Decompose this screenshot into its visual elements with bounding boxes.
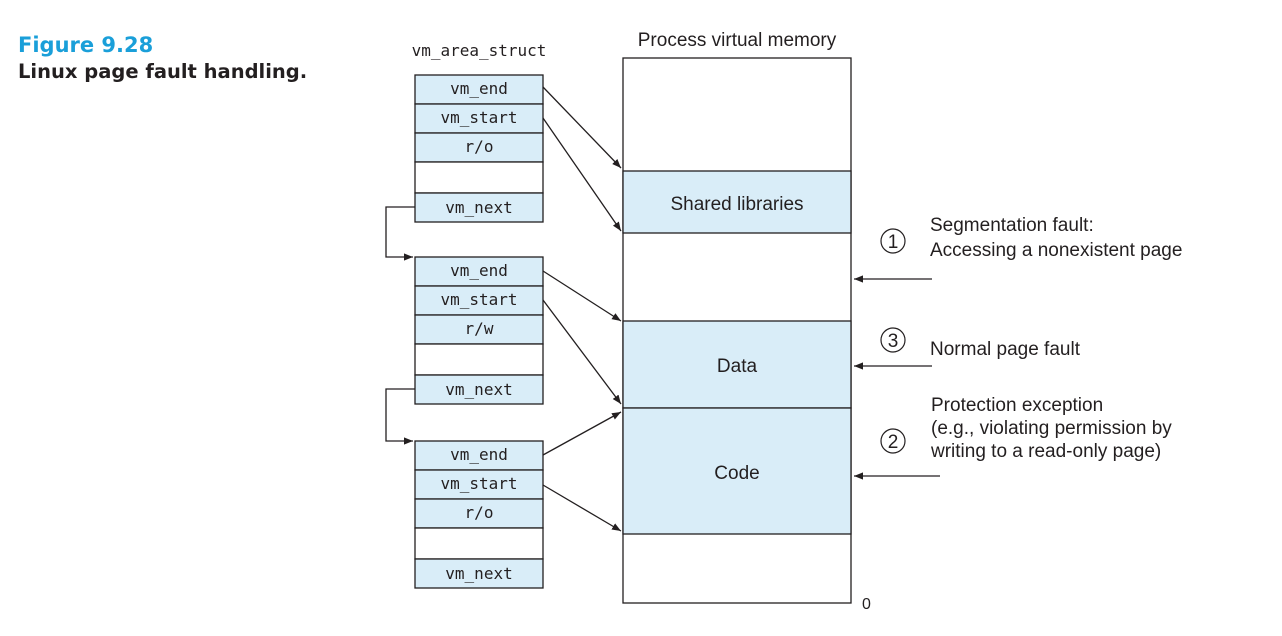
- number-circle-2: [880, 428, 906, 454]
- struct-3-vm-start: vm_start: [440, 474, 517, 493]
- number-2: 2: [888, 432, 899, 453]
- struct-1-vm-end: vm_end: [450, 79, 508, 98]
- struct-2-vm-next: vm_next: [445, 380, 512, 399]
- annotation-protection-exception: 2 Protection exception (e.g., violating …: [880, 395, 1172, 462]
- figure-number: Figure 9.28: [18, 33, 154, 57]
- struct-3-vm-next-cell: [414, 558, 544, 589]
- vm-area-struct-2: vm_end vm_start r/w vm_next: [414, 256, 544, 405]
- struct-1-empty-cell: [414, 161, 544, 194]
- next-pointer-1-to-2: [385, 206, 415, 261]
- protection-exception-line-1: Protection exception: [931, 395, 1103, 416]
- number-circle-3: [880, 327, 906, 353]
- pointer-struct-3-end: [542, 411, 622, 456]
- struct-3-vm-start-cell: [414, 469, 544, 500]
- figure-title: Linux page fault handling.: [18, 60, 308, 83]
- protection-exception-line-2: (e.g., violating permission by: [931, 418, 1172, 439]
- vm-area-struct-label: vm_area_struct: [412, 41, 547, 60]
- protection-exception-line-3: writing to a read-only page): [930, 441, 1161, 462]
- struct-2-vm-start: vm_start: [440, 290, 517, 309]
- shared-libraries-region: [622, 170, 852, 234]
- struct-2-vm-next-cell: [414, 374, 544, 405]
- code-region: [622, 407, 852, 535]
- memory-title: Process virtual memory: [638, 30, 837, 51]
- data-label: Data: [717, 356, 758, 377]
- vm-area-struct-3: vm_end vm_start r/o vm_next: [414, 440, 544, 589]
- data-region: [622, 320, 852, 409]
- struct-1-vm-start: vm_start: [440, 108, 517, 127]
- struct-3-empty-cell: [414, 527, 544, 560]
- pointer-struct-2-start: [542, 299, 622, 405]
- annotation-normal-page-fault: 3 Normal page fault: [880, 327, 1081, 360]
- struct-2-prot: r/w: [465, 319, 494, 338]
- shared-libraries-label: Shared libraries: [670, 194, 803, 215]
- struct-2-empty-cell: [414, 343, 544, 376]
- struct-1-vm-next-cell: [414, 192, 544, 223]
- pointer-struct-1-start: [542, 117, 622, 232]
- struct-3-vm-end: vm_end: [450, 445, 508, 464]
- pointer-struct-3-start: [542, 484, 622, 532]
- pointer-struct-1-end: [542, 86, 622, 169]
- struct-1-prot: r/o: [465, 137, 494, 156]
- struct-3-prot: r/o: [465, 503, 494, 522]
- address-zero-label: 0: [862, 596, 871, 613]
- normal-page-fault-text: Normal page fault: [930, 339, 1081, 360]
- struct-3-vm-next: vm_next: [445, 564, 512, 583]
- number-1: 1: [888, 232, 899, 253]
- vm-area-struct-1: vm_end vm_start r/o vm_next: [414, 74, 544, 223]
- annotation-segmentation-fault: 1 Segmentation fault: Accessing a nonexi…: [880, 215, 1182, 261]
- struct-1-vm-next: vm_next: [445, 198, 512, 217]
- struct-2-vm-end: vm_end: [450, 261, 508, 280]
- code-label: Code: [714, 463, 759, 484]
- segmentation-fault-line-2: Accessing a nonexistent page: [930, 240, 1182, 261]
- figure-caption: Figure 9.28 Linux page fault handling.: [18, 32, 348, 86]
- pointer-struct-2-end: [542, 270, 622, 322]
- number-circle-1: [880, 228, 906, 254]
- number-3: 3: [888, 331, 899, 352]
- struct-1-vm-end-cell: [414, 74, 544, 105]
- next-pointer-2-to-3: [385, 388, 415, 445]
- struct-3-vm-end-cell: [414, 440, 544, 471]
- segmentation-fault-line-1: Segmentation fault:: [930, 215, 1094, 236]
